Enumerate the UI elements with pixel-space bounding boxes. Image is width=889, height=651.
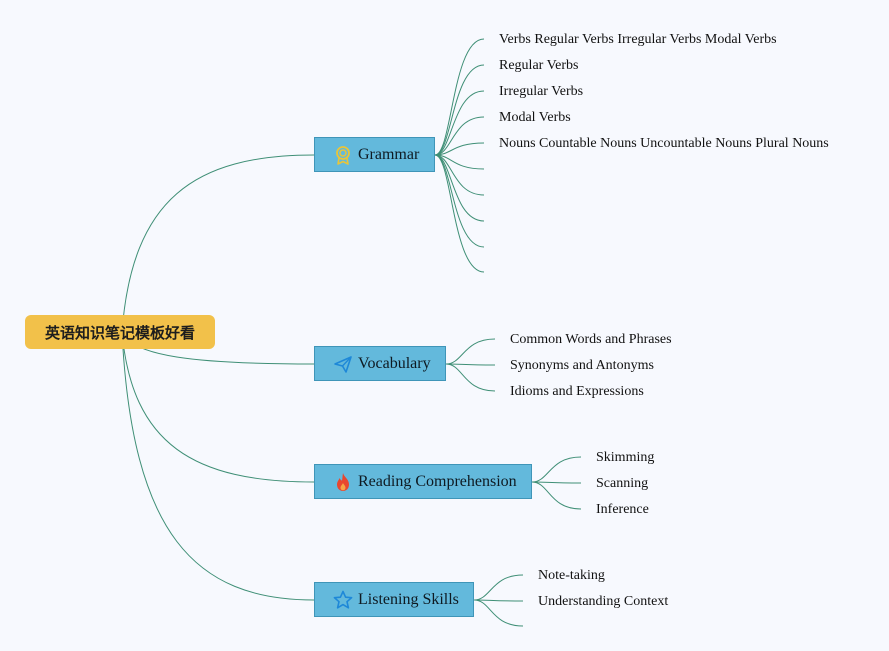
topic-listening-skills[interactable]: Listening Skills (314, 582, 474, 617)
leaf-connector (445, 338, 496, 365)
topic-label: Grammar (358, 145, 420, 163)
leaf-connector (531, 456, 582, 483)
root-branch-connector (121, 331, 315, 483)
leaf-item[interactable]: Scanning (596, 476, 649, 491)
leaf-connector (473, 599, 524, 602)
award-ribbon-icon (336, 145, 350, 165)
leaf-connector (434, 154, 485, 196)
topic-vocabulary[interactable]: Vocabulary (314, 346, 446, 381)
root-branch-connector (121, 154, 315, 333)
leaf-item[interactable]: Irregular Verbs (499, 84, 584, 99)
leaf-item[interactable]: Common Words and Phrases (510, 332, 672, 347)
star-icon (333, 590, 353, 609)
leaf-connector (434, 38, 485, 156)
leaf-connector (434, 154, 485, 273)
leaf-item[interactable]: Skimming (596, 450, 655, 465)
leaf-connector (434, 116, 485, 156)
topic-label: Reading Comprehension (358, 472, 517, 490)
leaf-connector (434, 90, 485, 156)
leaf-connector (445, 363, 496, 366)
leaf-item[interactable]: Regular Verbs (499, 58, 579, 73)
topic-reading-comprehension[interactable]: Reading Comprehension (314, 464, 532, 499)
topic-grammar[interactable]: Grammar (314, 137, 435, 172)
leaf-connector (434, 142, 485, 156)
leaf-item[interactable]: Synonyms and Antonyms (510, 358, 654, 373)
root-topic-label: 英语知识笔记模板好看 (44, 323, 195, 342)
topic-label: Listening Skills (358, 590, 459, 608)
leaf-item[interactable]: Nouns Countable Nouns Uncountable Nouns … (499, 136, 829, 151)
leaf-connector (531, 481, 582, 510)
fire-icon (337, 472, 349, 491)
leaf-item[interactable]: Idioms and Expressions (510, 384, 644, 399)
leaf-connector (473, 599, 524, 627)
paper-plane-icon (334, 355, 352, 373)
leaf-connector (445, 363, 496, 392)
leaf-item[interactable]: Note-taking (538, 568, 605, 583)
root-topic[interactable]: 英语知识笔记模板好看 (25, 315, 215, 349)
leaf-item[interactable]: Inference (596, 502, 649, 517)
leaf-item[interactable]: Understanding Context (538, 594, 669, 609)
leaf-connector (473, 574, 524, 601)
leaf-connector (531, 481, 582, 484)
topic-label: Vocabulary (358, 354, 431, 372)
leaf-item[interactable]: Modal Verbs (499, 110, 571, 125)
root-branch-connector (121, 331, 315, 601)
leaf-connector (434, 64, 485, 156)
leaf-item[interactable]: Verbs Regular Verbs Irregular Verbs Moda… (499, 32, 777, 47)
